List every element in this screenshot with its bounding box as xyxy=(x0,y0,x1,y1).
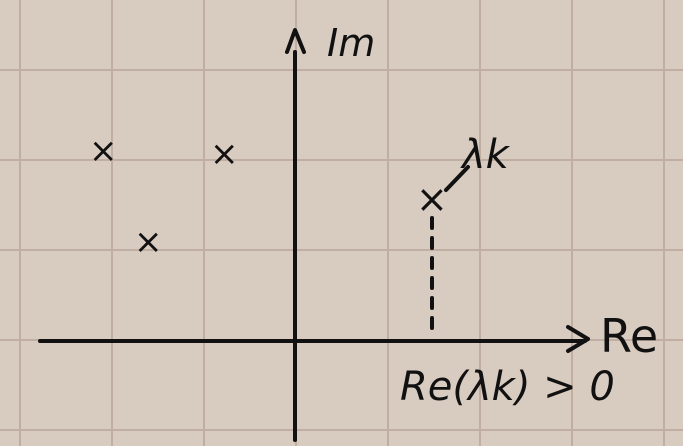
condition-label: Re(λk) > 0 xyxy=(400,364,615,410)
lambda-label-pointer xyxy=(444,165,470,192)
eigenvalue-marker: × xyxy=(210,134,239,174)
eigenvalue-marker-lambda-k: × xyxy=(416,177,448,221)
lambda-k-label: λk xyxy=(460,132,511,178)
imaginary-axis-arrowhead xyxy=(285,28,306,54)
imaginary-axis-label: Im xyxy=(327,21,375,65)
real-axis-arrowhead xyxy=(566,325,590,353)
real-axis-label: Re xyxy=(600,309,658,363)
eigenvalue-marker: × xyxy=(89,131,118,171)
eigenvalue-marker: × xyxy=(134,222,163,262)
